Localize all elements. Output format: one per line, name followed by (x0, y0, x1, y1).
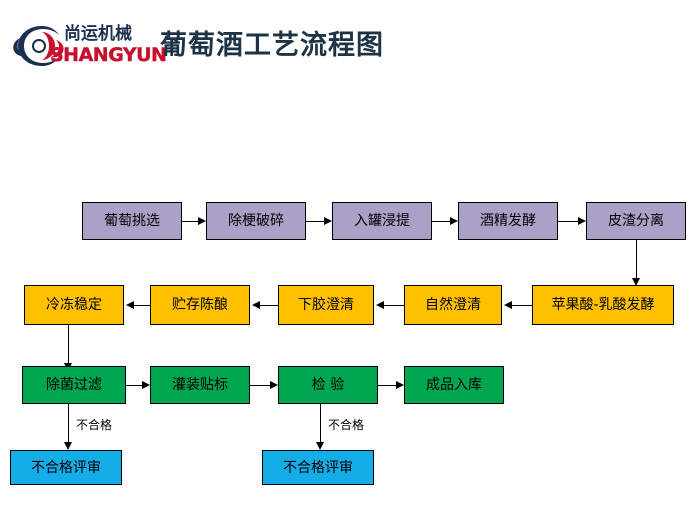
arrow-r1-to-r2 (631, 278, 640, 286)
node-malolactic-fermentation[interactable]: 苹果酸-乳酸发酵 (532, 285, 674, 325)
page-title: 葡萄酒工艺流程图 (160, 30, 384, 61)
edge-label-reject-1: 不合格 (76, 418, 113, 432)
connector-r1-2 (306, 221, 324, 222)
connector-r2-4 (512, 305, 532, 306)
arrow-r3-2 (270, 380, 278, 389)
arrow-r1-2 (324, 216, 332, 225)
connector-r1-3 (432, 221, 450, 222)
node-grape-selection[interactable]: 葡萄挑选 (82, 202, 182, 240)
header: 尚运机械 SHANGYUN 葡萄酒工艺流程图 (0, 0, 700, 95)
logo-wordmark: 尚运机械 SHANGYUN (50, 24, 167, 72)
node-fining-clarification[interactable]: 下胶澄清 (278, 285, 374, 325)
arrow-r2-4 (504, 300, 512, 309)
arrow-r1-1 (198, 216, 206, 225)
arrow-r2-3 (376, 300, 384, 309)
node-filling-labeling[interactable]: 灌装贴标 (150, 366, 250, 404)
node-nonconformity-review-1[interactable]: 不合格评审 (10, 450, 122, 485)
connector-reject-2 (320, 404, 321, 442)
arrow-r1-3 (450, 216, 458, 225)
shangyun-swoosh-logo-icon (12, 22, 68, 70)
arrow-reject-1 (63, 442, 72, 450)
node-nonconformity-review-2[interactable]: 不合格评审 (262, 450, 374, 485)
arrow-r3-1 (142, 380, 150, 389)
arrow-r1-4 (578, 216, 586, 225)
connector-r1-1 (182, 221, 198, 222)
connector-r1-to-r2 (636, 240, 637, 278)
connector-r1-4 (558, 221, 578, 222)
arrow-r2-1 (126, 300, 134, 309)
connector-r2-1 (134, 305, 150, 306)
node-pomace-separation[interactable]: 皮渣分离 (586, 202, 686, 240)
node-destemming-crushing[interactable]: 除梗破碎 (206, 202, 306, 240)
node-finished-goods-warehousing[interactable]: 成品入库 (404, 366, 504, 404)
logo-chinese-name: 尚运机械 (64, 24, 132, 44)
arrow-r3-3 (396, 380, 404, 389)
edge-label-reject-2: 不合格 (328, 418, 365, 432)
connector-r3-2 (250, 385, 270, 386)
connector-r2-3 (384, 305, 404, 306)
node-cold-stabilization[interactable]: 冷冻稳定 (24, 285, 124, 325)
arrow-r2-2 (252, 300, 260, 309)
arrow-reject-2 (315, 442, 324, 450)
node-inspection[interactable]: 检 验 (278, 366, 378, 404)
node-storage-aging[interactable]: 贮存陈酿 (150, 285, 250, 325)
connector-r3-1 (126, 385, 142, 386)
logo-english-name: SHANGYUN (50, 44, 167, 66)
connector-r2-to-r3 (68, 325, 69, 363)
connector-r3-3 (378, 385, 396, 386)
node-sterile-filtration[interactable]: 除菌过滤 (22, 366, 126, 404)
node-tank-maceration[interactable]: 入罐浸提 (332, 202, 432, 240)
connector-reject-1 (68, 404, 69, 442)
node-alcoholic-fermentation[interactable]: 酒精发酵 (458, 202, 558, 240)
connector-r2-2 (260, 305, 278, 306)
node-natural-clarification[interactable]: 自然澄清 (404, 285, 502, 325)
